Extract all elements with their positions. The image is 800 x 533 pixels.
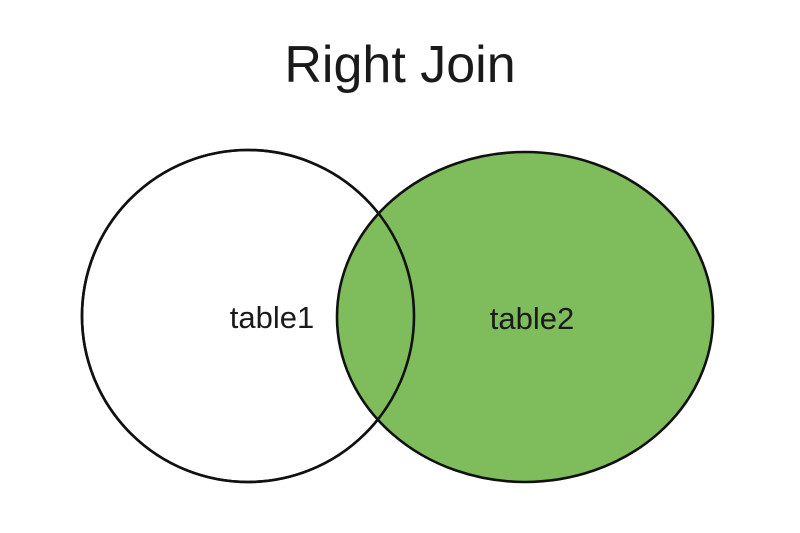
venn-circle-table2[interactable]	[335, 150, 715, 484]
venn-label-table1: table1	[230, 300, 314, 335]
venn-circle-table1-outline-overlay	[80, 148, 416, 484]
page-title: Right Join	[284, 36, 515, 94]
venn-label-table2: table2	[490, 301, 574, 336]
